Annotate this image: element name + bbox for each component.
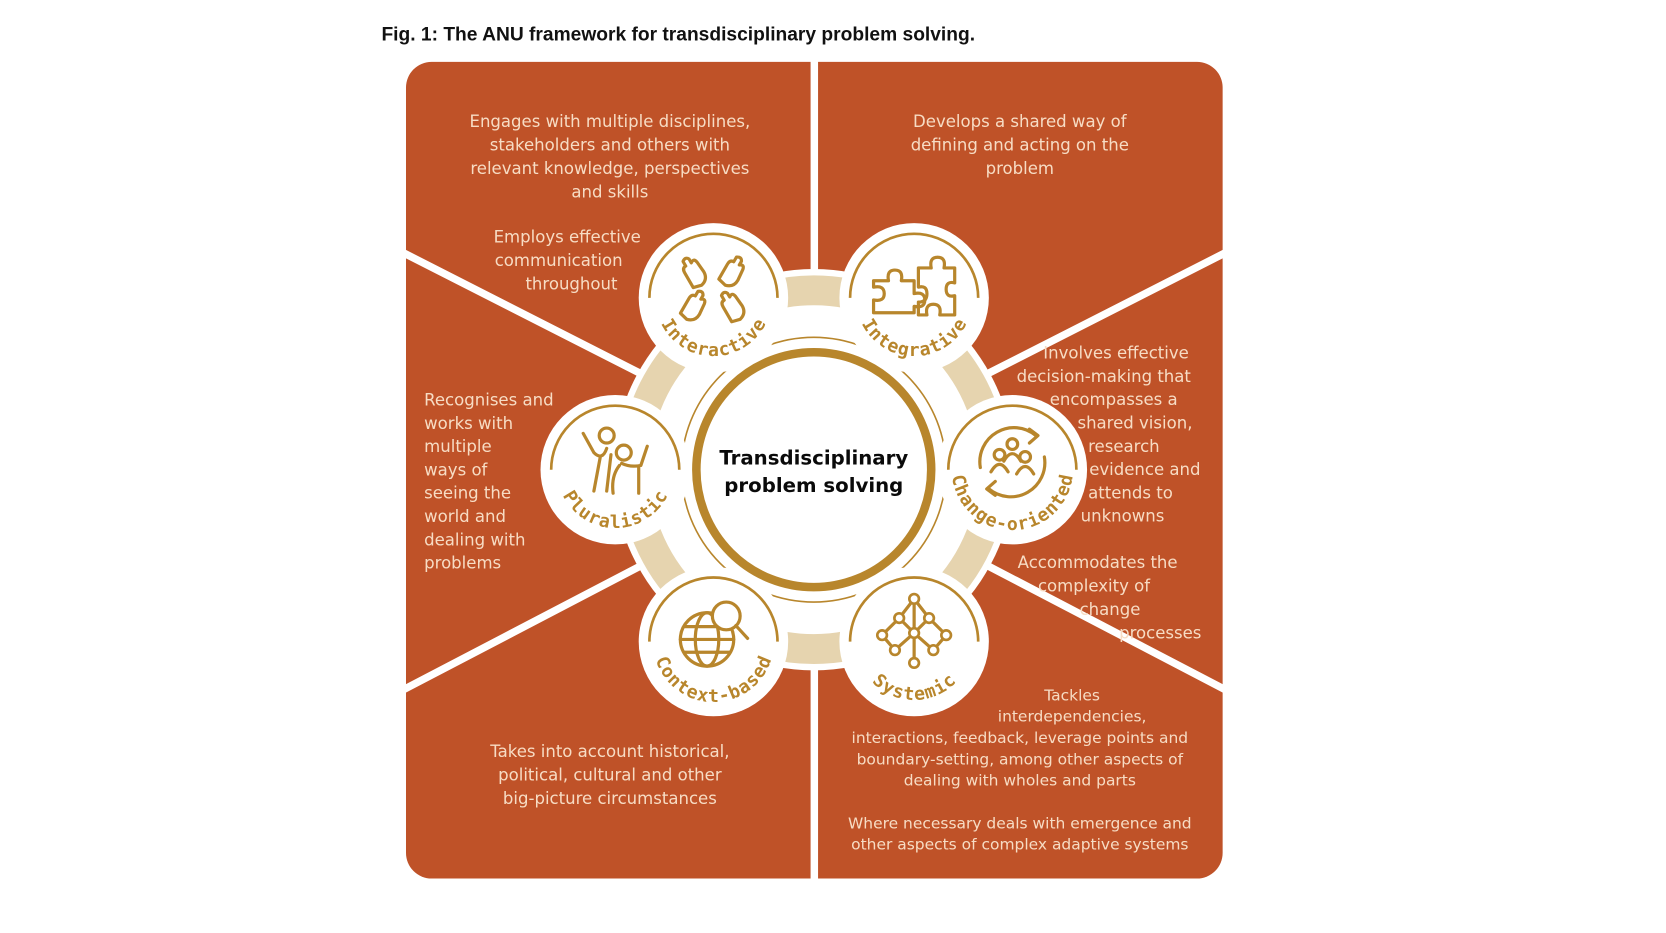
- panel-text-line: Employs effective: [494, 227, 641, 246]
- panel-text-line: problems: [424, 554, 501, 573]
- panel-text-line: decision-making that: [1017, 367, 1192, 386]
- panel-text-line: shared vision,: [1077, 413, 1192, 432]
- segment-node-integrative: Integrative: [839, 223, 989, 373]
- panel-text-line: big-picture circumstances: [503, 789, 717, 808]
- network-icon: [875, 592, 953, 670]
- center-title-line-2: problem solving: [724, 474, 903, 497]
- panel-text-line: boundary-setting, among other aspects of: [857, 750, 1184, 768]
- panel-text-line: communication: [495, 251, 623, 270]
- panel-text-line: interactions, feedback, leverage points …: [852, 729, 1189, 747]
- panel-text-line: defining and acting on the: [911, 136, 1129, 155]
- segment-node-change-oriented: Change-oriented: [937, 394, 1088, 545]
- panel-top-left: Engages with multiple disciplines, stakeh…: [470, 112, 751, 201]
- panel-bottom-right: Tackles interdependencies, interactions, f…: [852, 686, 1189, 789]
- hand-shape: [678, 289, 707, 322]
- panel-separators: [395, 49, 1233, 890]
- panel-text-line: stakeholders and others with: [490, 136, 730, 155]
- globe-magnifier-icon: [678, 600, 750, 668]
- center-title-line-1: Transdisciplinary: [719, 446, 908, 469]
- label-backdrop: [938, 469, 1086, 544]
- hand-shape: [681, 256, 708, 290]
- panel-text-line: unknowns: [1081, 507, 1165, 526]
- panel-text-line: Accommodates the: [1018, 553, 1178, 572]
- hand-shape: [717, 255, 745, 288]
- center-circle: [692, 348, 936, 592]
- hand-shape: [719, 290, 746, 324]
- people-waving-icon: [581, 426, 649, 495]
- panel-text-line: world and: [424, 507, 506, 526]
- panel-top-left-secondary: Employs effective communication throughout: [494, 227, 641, 293]
- panel-text-line: Recognises and: [424, 391, 553, 410]
- panel-text-line: seeing the: [424, 484, 511, 503]
- panel-text-line: Involves effective: [1043, 344, 1189, 363]
- figure-title: Fig. 1: The ANU framework for transdisci…: [381, 25, 975, 46]
- segment-node-context-based: Context-based: [638, 566, 789, 717]
- segment-node-pluralistic: Pluralistic: [540, 394, 690, 545]
- panel-text-line: evidence and: [1089, 460, 1200, 479]
- label-backdrop: [842, 641, 986, 714]
- panel-top-right: Develops a shared way of defining and act…: [911, 112, 1129, 178]
- panel-text-line: processes: [1119, 623, 1201, 642]
- people-cycle-icon: [978, 426, 1047, 499]
- panel-text-line: Tackles: [1043, 686, 1100, 704]
- panel-text-line: complexity of: [1038, 576, 1151, 595]
- panel-text-line: dealing with wholes and parts: [904, 772, 1136, 790]
- panel-left: Recognises and works with multiple ways of s…: [424, 391, 553, 573]
- panel-text-line: change: [1080, 600, 1141, 619]
- panel-text-line: ways of: [424, 460, 488, 479]
- panel-text-line: interdependencies,: [998, 708, 1147, 726]
- panel-text-line: works with: [424, 414, 513, 433]
- panel-text-line: throughout: [525, 274, 618, 293]
- panel-text-line: political, cultural and other: [498, 765, 722, 784]
- label-backdrop: [641, 297, 785, 370]
- panel-text-line: other aspects of complex adaptive system…: [851, 836, 1188, 854]
- panel-text-line: multiple: [424, 437, 492, 456]
- panel-text-line: problem: [986, 159, 1054, 178]
- panel-text-line: Where necessary deals with emergence and: [848, 814, 1192, 832]
- panel-text-line: relevant knowledge, perspectives: [470, 159, 749, 178]
- segment-node-interactive: Interactive: [638, 223, 789, 373]
- segment-node-systemic: Systemic: [839, 566, 989, 717]
- panel-right: Involves effective decision-making that en…: [1017, 344, 1201, 526]
- panel-bottom-left: Takes into account historical, political,…: [489, 742, 729, 808]
- puzzle-icon: [871, 255, 957, 317]
- panel-text-line: Engages with multiple disciplines,: [470, 112, 751, 131]
- hands-icon: [678, 255, 746, 324]
- panel-text-line: and skills: [571, 182, 648, 201]
- panel-text-line: encompasses a: [1050, 390, 1178, 409]
- panel-right-secondary: Accommodates the complexity of change proce…: [1018, 553, 1202, 642]
- panel-text-line: dealing with: [424, 530, 525, 549]
- label-backdrop: [639, 641, 788, 716]
- panel-text-line: Takes into account historical,: [489, 742, 729, 761]
- label-backdrop: [842, 297, 986, 370]
- label-backdrop: [543, 469, 687, 542]
- panel-bottom-right-secondary: Where necessary deals with emergence and…: [848, 814, 1192, 853]
- panel-text-line: attends to: [1088, 483, 1173, 502]
- panel-text-line: Develops a shared way of: [913, 112, 1128, 131]
- panel-text-line: research: [1088, 437, 1160, 456]
